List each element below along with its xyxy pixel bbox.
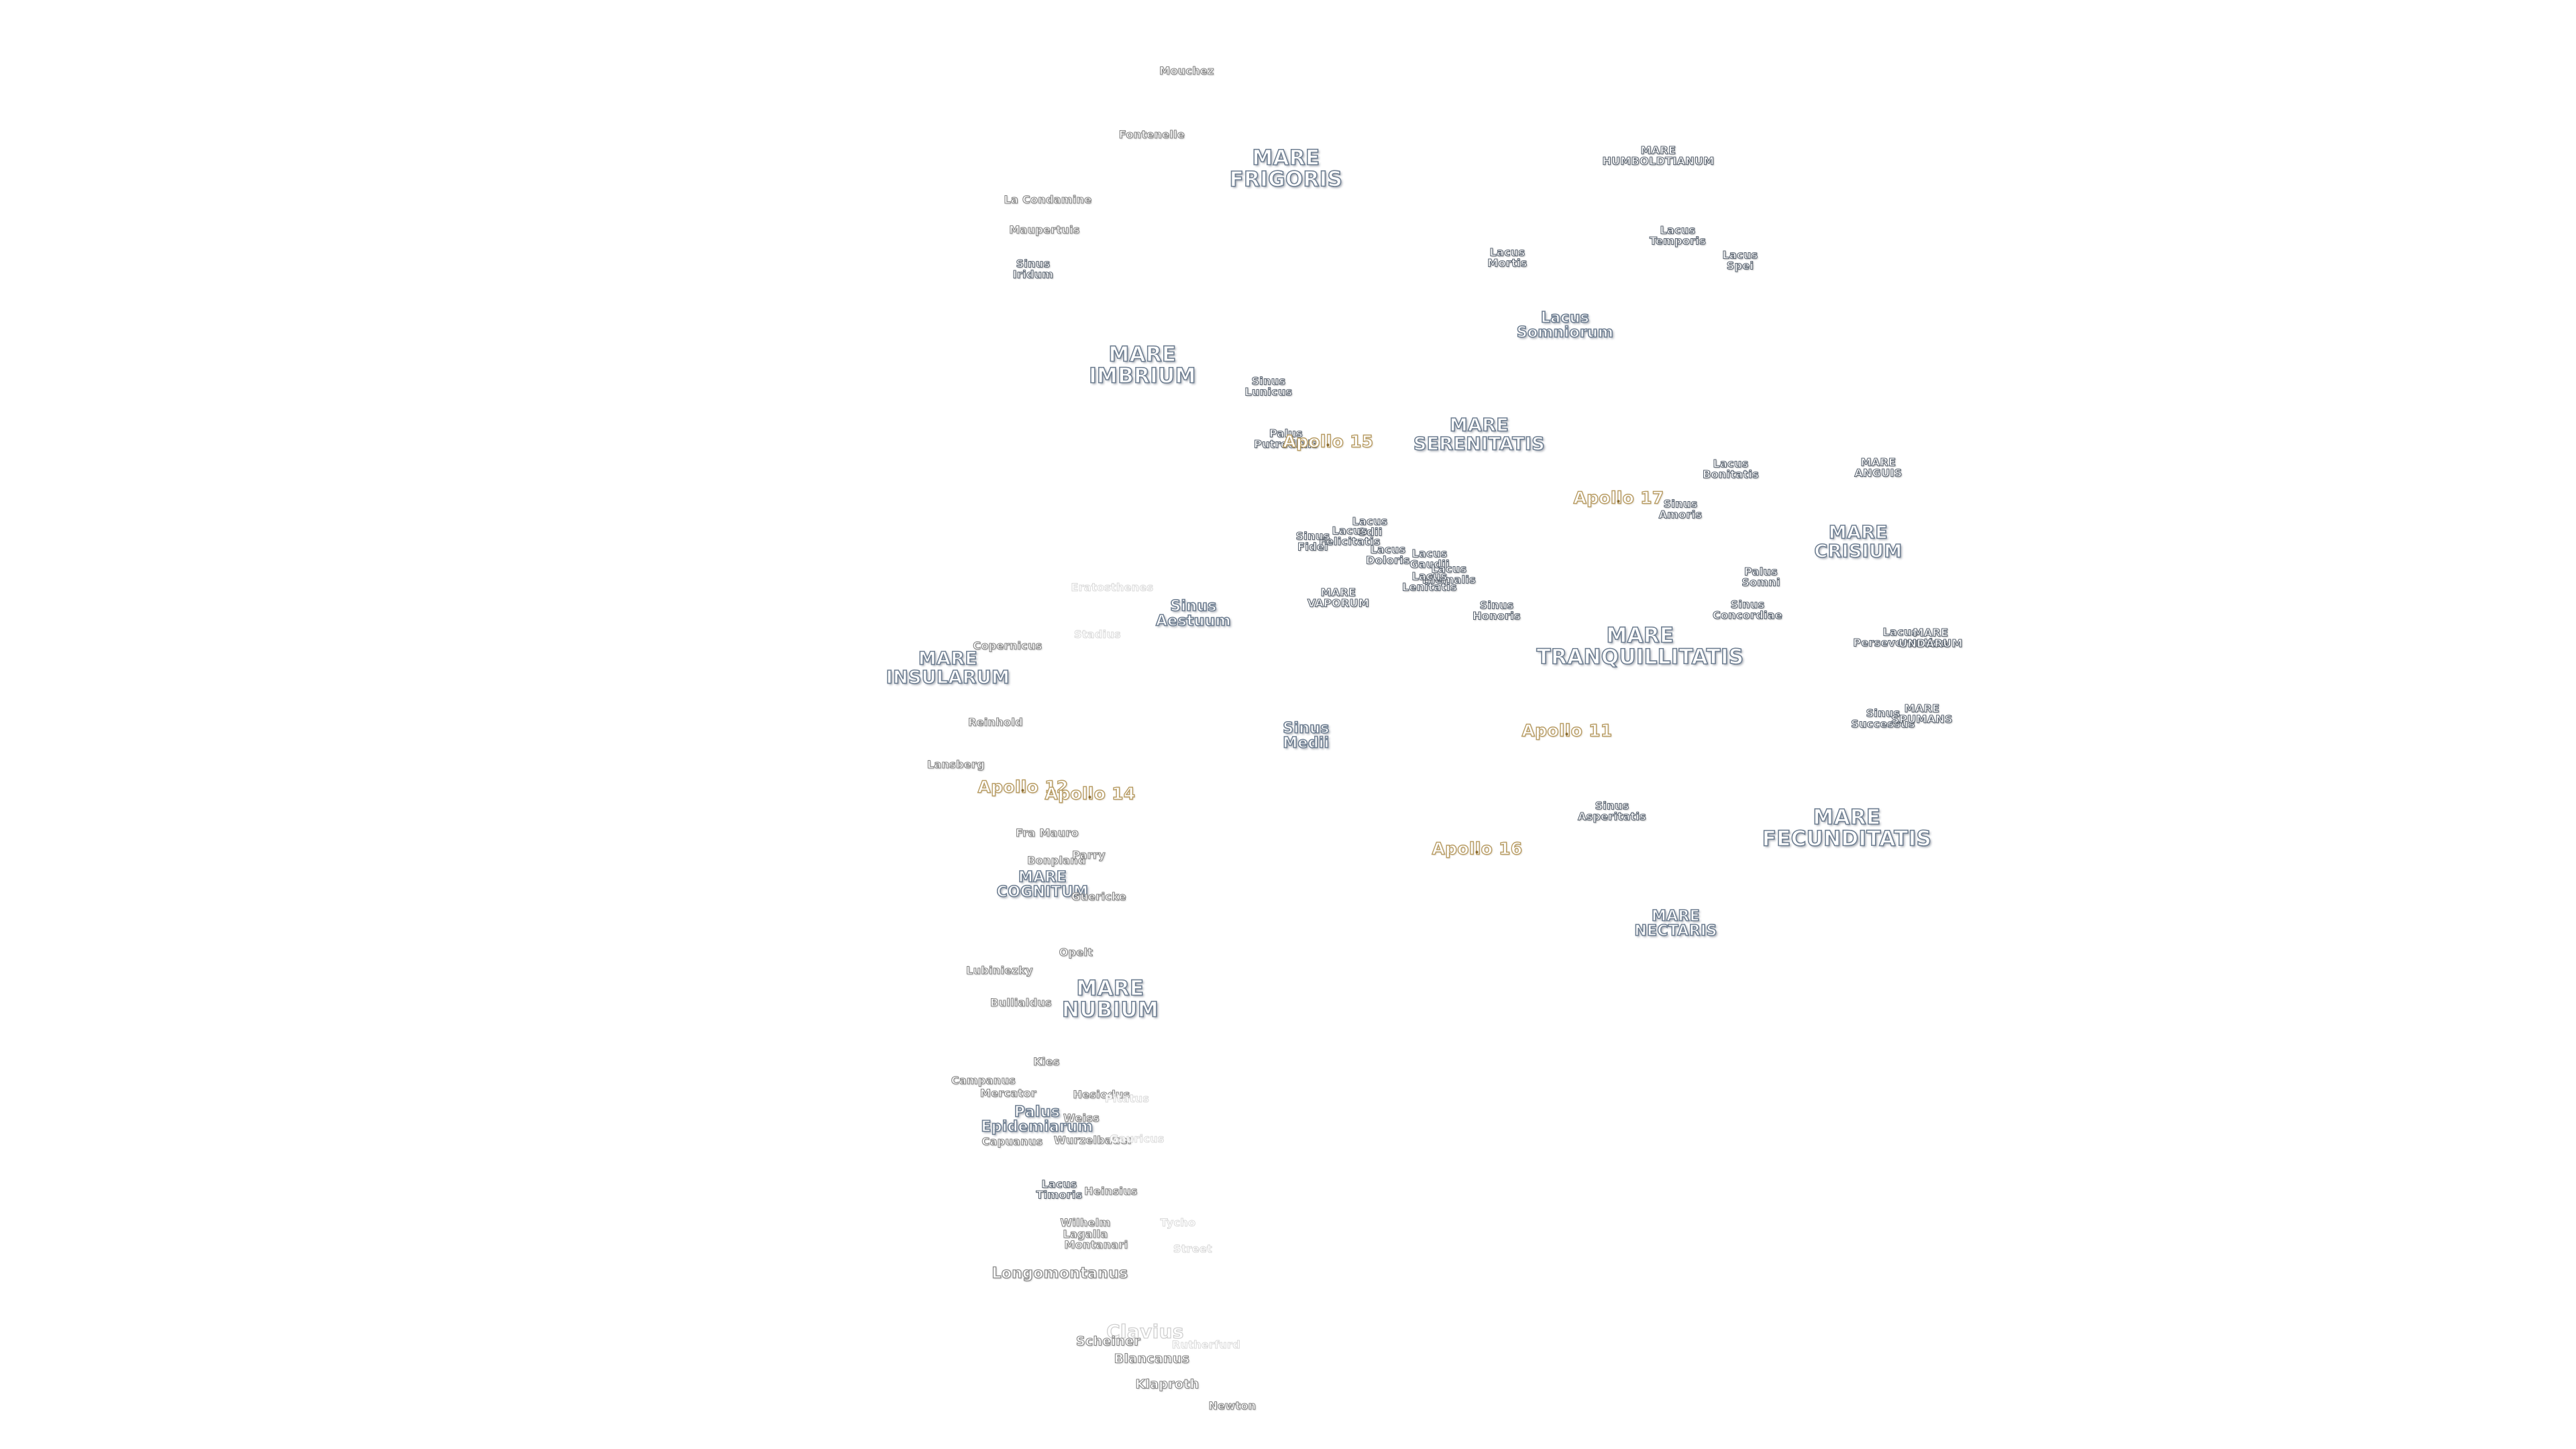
landing-site-apollo-17: Apollo 17 [1573,488,1664,508]
feature-label-sinus-concordiae: Sinus Concordiae [1712,598,1783,622]
feature-label-hesiodus: Hesiodus [1073,1087,1130,1101]
landing-site-apollo-12: Apollo 12 [977,777,1069,797]
feature-label-campanus: Campanus [951,1073,1016,1087]
feature-label-lacus-bonitatis: Lacus Bonitatis [1703,457,1760,481]
feature-label-mare-nubium: MARE NUBIUM [1061,976,1159,1022]
feature-label-mare-spumans: MARE SPUMANS [1891,702,1953,726]
feature-label-lacus-hiemalis: Lacus Hiemalis [1421,562,1477,586]
feature-label-lacus-spei: Lacus Spei [1722,248,1758,272]
feature-label-pitatus: Pitatus [1104,1091,1150,1105]
feature-label-weiss: Weiss [1063,1111,1099,1124]
feature-label-sinus-lunicus: Sinus Lunicus [1244,374,1293,398]
feature-label-maupertuis: Maupertuis [1009,223,1080,236]
feature-label-mouchez: Mouchez [1159,64,1214,77]
feature-label-sinus-fidei: Sinus Fidei [1295,529,1330,553]
feature-label-mare-undarum: MARE UNDARUM [1898,626,1963,650]
feature-label-opelt: Opelt [1059,945,1093,959]
feature-label-mare-cognitum: MARE COGNITUM [996,869,1089,901]
feature-label-blancanus: Blancanus [1114,1351,1190,1366]
feature-label-lacus-odii: Lacus Odii [1352,515,1388,539]
feature-label-tycho: Tycho [1160,1216,1196,1229]
feature-label-lacus-doloris: Lacus Doloris [1366,543,1411,567]
feature-label-mare-frigoris: MARE FRIGORIS [1229,146,1343,191]
feature-label-sinus-asperitatis: Sinus Asperitatis [1577,799,1646,823]
feature-label-mare-humboldtianum: MARE HUMBOLDTIANUM [1602,144,1715,168]
feature-label-guericke: Guericke [1071,890,1127,903]
landing-marker-icon [1566,733,1568,736]
landing-marker-icon [1089,796,1091,799]
feature-label-kies: Kies [1033,1055,1060,1068]
feature-label-fra-mauro: Fra Mauro [1016,826,1079,839]
feature-label-fontenelle: Fontenelle [1118,127,1185,141]
feature-label-reinhold: Reinhold [968,715,1024,729]
landing-site-apollo-11: Apollo 11 [1521,720,1613,741]
feature-label-lacus-somniorum: Lacus Somniorum [1516,309,1614,341]
feature-label-bullialdus: Bullialdus [990,996,1052,1009]
feature-label-lubiniezky: Lubiniezky [966,963,1033,977]
feature-label-mare-insularum: MARE INSULARUM [885,648,1010,688]
landing-site-apollo-14: Apollo 14 [1044,784,1136,804]
feature-label-mare-serenitatis: MARE SERENITATIS [1413,415,1546,454]
feature-label-sinus-amoris: Sinus Amoris [1658,497,1703,521]
feature-label-parry: Parry [1072,848,1106,861]
feature-label-lacus-mortis: Lacus Mortis [1487,246,1527,270]
feature-label-klaproth: Klaproth [1135,1377,1199,1392]
feature-label-scheiner: Scheiner [1075,1334,1141,1349]
feature-label-bonpland: Bonpland [1027,853,1086,867]
landing-marker-icon [1617,500,1620,503]
feature-label-street: Street [1173,1242,1213,1255]
feature-label-newton: Newton [1208,1399,1256,1412]
landing-marker-icon [1327,443,1330,447]
feature-label-mare-anguis: MARE ANGUIS [1854,455,1902,480]
feature-label-sinus-medii: Sinus Medii [1283,720,1330,752]
feature-label-lacus-lenitatis: Lacus Lenitatis [1402,570,1458,594]
feature-label-longomontanus: Longomontanus [991,1265,1128,1282]
feature-label-la-condamine: La Condamine [1004,193,1092,206]
feature-label-mare-vaporum: MARE VAPORUM [1307,586,1370,610]
feature-label-palus-somni: Palus Somni [1741,565,1780,589]
feature-label-lacus-gaudii: Lacus Gaudii [1409,547,1450,571]
feature-label-rutherfurd: Rutherfurd [1171,1338,1241,1351]
feature-label-mare-fecunditatis: MARE FECUNDITATIS [1762,805,1932,851]
feature-label-gauricus: Gauricus [1110,1132,1165,1145]
feature-label-mare-imbrium: MARE IMBRIUM [1088,342,1196,388]
feature-label-sinus-successus: Sinus Successus [1851,706,1915,731]
feature-label-clavius: Clavius [1106,1320,1185,1343]
feature-label-palus-epidemiarum: Palus Epidemiarum [981,1104,1093,1136]
feature-label-copernicus: Copernicus [973,639,1042,652]
feature-label-wurzelbauer: Wurzelbauer [1053,1133,1134,1146]
feature-label-sinus-aestuum: Sinus Aestuum [1155,598,1231,630]
feature-label-heinsius: Heinsius [1084,1184,1138,1197]
feature-label-mare-tranquillitatis: MARE TRANQUILLITATIS [1536,623,1744,669]
feature-label-capuanus: Capuanus [981,1134,1043,1148]
feature-label-lacus-felicitatis: Lacus Felicitatis [1319,524,1381,548]
feature-label-lacus-perseverantiae: Lacus Perseverantiae [1853,625,1948,649]
feature-label-mare-nectaris: MARE NECTARIS [1634,908,1718,940]
feature-label-eratosthenes: Eratosthenes [1071,580,1154,594]
feature-label-stadius: Stadius [1074,627,1122,641]
landing-site-apollo-15: Apollo 15 [1283,431,1374,451]
feature-label-sinus-iridum: Sinus Iridum [1012,257,1054,281]
feature-label-wilhelm: Wilhelm [1060,1216,1111,1229]
feature-label-mare-crisium: MARE CRISIUM [1814,522,1902,561]
feature-label-montanari: Montanari [1064,1238,1128,1251]
feature-label-palus-putredinis: Palus Putredinis [1254,427,1319,451]
feature-label-sinus-honoris: Sinus Honoris [1472,598,1521,623]
landing-marker-icon [1022,789,1024,792]
feature-label-lacus-temporis: Lacus Temporis [1649,223,1707,248]
landing-site-apollo-16: Apollo 16 [1432,839,1523,859]
feature-label-lansberg: Lansberg [926,757,985,771]
landing-marker-icon [1476,851,1479,854]
feature-label-lacus-timoris: Lacus Timoris [1036,1177,1083,1201]
feature-label-mercator: Mercator [980,1086,1037,1099]
feature-label-lagalla: Lagalla [1063,1227,1108,1240]
